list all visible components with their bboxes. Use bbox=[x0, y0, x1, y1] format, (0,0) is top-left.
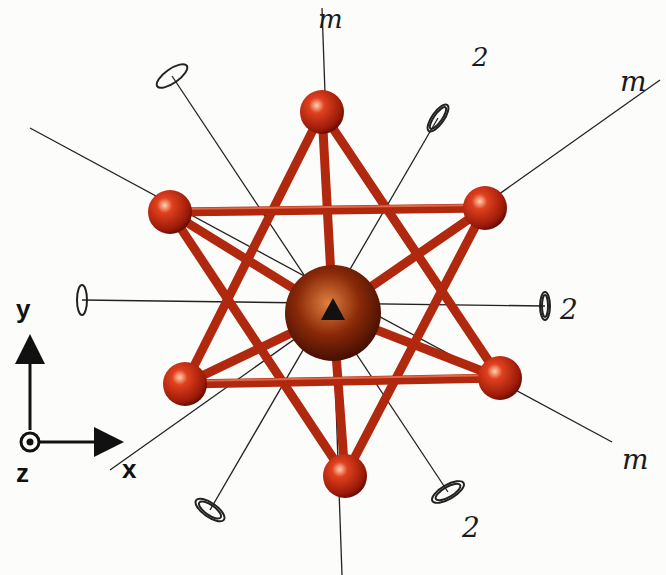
twofold-label: 2 bbox=[560, 296, 578, 324]
axis-label: y bbox=[16, 296, 30, 322]
mirror-label: m bbox=[318, 6, 343, 32]
axis-label: x bbox=[122, 456, 136, 482]
mirror-label: m bbox=[622, 446, 649, 474]
twofold-label: 2 bbox=[462, 514, 480, 542]
axis-label: z bbox=[16, 460, 29, 486]
twofold-label: 2 bbox=[472, 44, 489, 70]
mirror-label: m bbox=[620, 68, 647, 96]
